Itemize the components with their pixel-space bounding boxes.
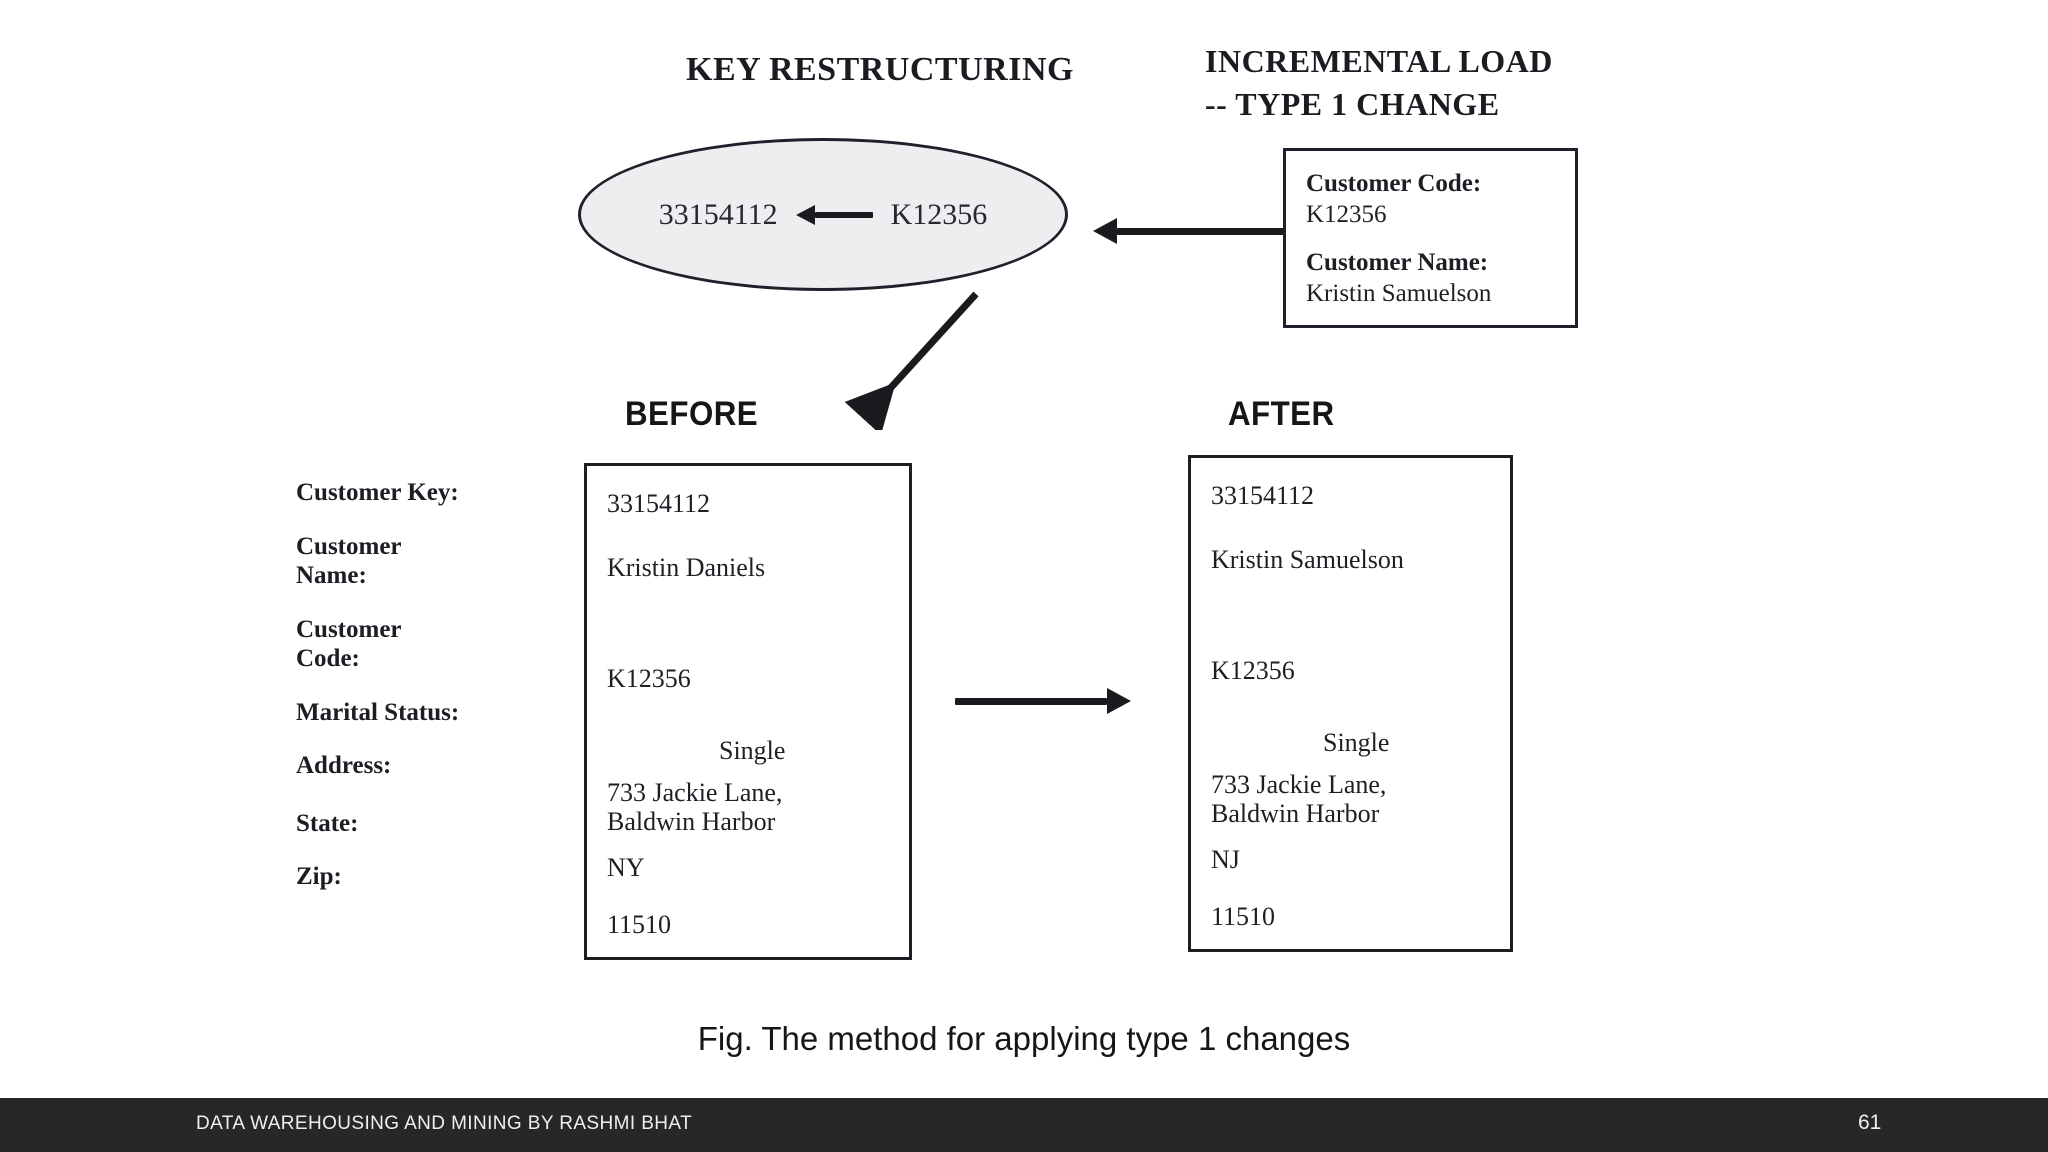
before-zip: 11510	[607, 910, 672, 940]
footer-bar	[0, 1098, 2048, 1152]
before-customer-code: K12356	[607, 664, 691, 694]
field-label-address: Address:	[296, 752, 392, 779]
load-to-ellipse-left-arrow-icon	[1093, 218, 1285, 244]
key-restructuring-title: KEY RESTRUCTURING	[686, 51, 1074, 88]
after-customer-code: K12356	[1211, 656, 1295, 686]
after-marital-status: Single	[1323, 727, 1390, 757]
left-arrow-icon	[795, 204, 873, 225]
after-zip: 11510	[1211, 902, 1276, 932]
before-state: NY	[607, 852, 645, 882]
incremental-customer-code-value: K12356	[1306, 201, 1387, 228]
arrow-head	[1093, 218, 1117, 244]
after-record-box: 33154112 Kristin Samuelson K12356 Single…	[1188, 455, 1513, 952]
before-marital-status: Single	[719, 735, 786, 765]
footer-course-text: DATA WAREHOUSING AND MINING BY RASHMI BH…	[196, 1113, 693, 1134]
ellipse-surrogate-key: 33154112	[658, 197, 778, 231]
field-label-customer-key: Customer Key:	[296, 479, 459, 506]
ellipse-to-before-diagonal-arrow-icon	[844, 291, 979, 430]
before-to-after-right-arrow-icon	[955, 688, 1131, 714]
after-state: NJ	[1211, 844, 1240, 874]
after-customer-key: 33154112	[1211, 481, 1315, 510]
arrow-head	[1107, 688, 1131, 714]
field-label-state: State:	[296, 809, 359, 837]
incremental-load-box: Customer Code: K12356 Customer Name: Kri…	[1283, 148, 1578, 328]
before-customer-name: Kristin Daniels	[607, 553, 766, 583]
after-customer-name: Kristin Samuelson	[1211, 545, 1404, 575]
incremental-customer-name-label: Customer Name:	[1306, 249, 1489, 277]
incremental-load-title: INCREMENTAL LOAD -- TYPE 1 CHANGE	[1205, 43, 1553, 123]
ellipse-content: 33154112 K12356	[578, 138, 1068, 291]
before-record-box: 33154112 Kristin Daniels K12356 Single 7…	[584, 463, 912, 960]
arrow-shaft	[955, 697, 1107, 705]
field-label-zip: Zip:	[296, 863, 342, 890]
before-address: 733 Jackie Lane, Baldwin Harbor	[607, 777, 783, 836]
incremental-customer-code-label: Customer Code:	[1306, 170, 1482, 197]
arrow-head	[795, 204, 815, 225]
footer-page-number: 61	[1858, 1111, 1882, 1134]
figure-caption: Fig. The method for applying type 1 chan…	[697, 1020, 1351, 1057]
before-customer-key: 33154112	[607, 489, 711, 518]
field-label-customer-name: Customer Name:	[296, 532, 402, 590]
field-label-marital-status: Marital Status:	[296, 698, 460, 726]
ellipse-customer-code: K12356	[890, 197, 988, 231]
arrow-shaft	[814, 211, 873, 218]
incremental-customer-name-value: Kristin Samuelson	[1306, 280, 1492, 308]
field-label-column: Customer Key: Customer Name: Customer Co…	[296, 478, 576, 892]
before-label: BEFORE	[625, 395, 759, 433]
after-address: 733 Jackie Lane, Baldwin Harbor	[1211, 769, 1387, 828]
arrow-shaft	[1117, 227, 1285, 235]
field-label-customer-code: Customer Code:	[296, 615, 402, 673]
after-label: AFTER	[1228, 395, 1335, 433]
